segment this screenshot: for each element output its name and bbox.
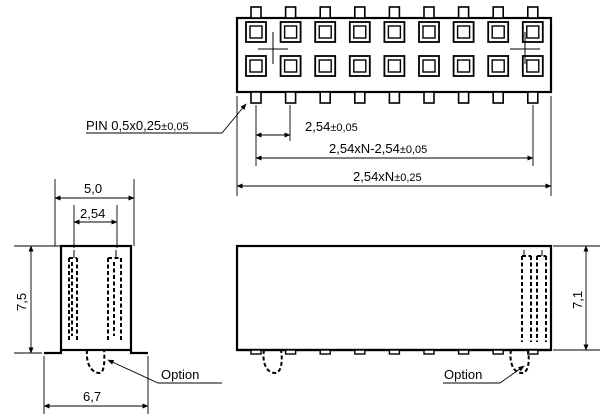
width-label: 5,0 [84,181,102,196]
top-pin [388,6,401,19]
option-left-callout: Option [107,359,222,384]
top-pin [353,6,366,19]
pitch-label-tol: ±0,05 [330,122,357,134]
front-pin [354,349,366,355]
contact-inner [491,59,505,73]
contact-inner [283,25,298,39]
center-mark-right [510,32,540,64]
top-pin [250,6,262,19]
span-dimension: 2,54xN-2,54±0,05 [255,141,534,161]
front-pin [388,349,401,355]
bottom-pin [423,91,435,104]
front-pin [319,349,331,355]
front-pin [457,349,470,355]
top-pin [319,6,332,19]
height-front-dimension: 7,1 [570,245,589,351]
top-view-contacts [245,21,544,77]
span-label-main: 2,54xN-2,54 [329,141,400,156]
footprint-label: 6,7 [83,389,101,404]
top-view [235,6,553,104]
front-pin [492,349,504,355]
contact-inner [387,25,402,39]
footprint-dimension: 6,7 [43,389,149,409]
contact-inner [283,59,298,73]
front-pin [284,349,297,355]
pin-callout: PIN 0,5x0,25±0,05 [86,103,247,134]
bottom-pin [388,91,401,104]
front-view [235,244,553,375]
top-pin [284,6,297,19]
front-pin [423,349,435,355]
height-side-label: 7,5 [14,293,29,311]
height-front-label: 7,1 [570,291,585,309]
pin-label-tol: ±0,05 [161,121,188,133]
contact-inner [249,25,263,39]
bottom-pin [284,91,297,104]
pitch-label-main: 2,54 [305,119,330,134]
contact-inner [387,59,402,73]
bottom-pin [319,91,332,104]
contact-inner [422,25,436,39]
option-left-label: Option [161,367,199,382]
top-pin [457,6,470,19]
height-side-dimension: 7,5 [14,245,34,354]
top-pin [492,6,505,19]
top-pin [526,6,539,19]
bottom-pin [457,91,470,104]
row-pitch-dimension: 2,54 [73,206,118,225]
center-mark-left [258,32,288,64]
front-view-pins [250,349,539,355]
option-right-label: Option [444,367,482,382]
width-dimension: 5,0 [54,181,135,201]
total-label: 2,54xN±0,25 [353,169,422,184]
bottom-pin [353,91,366,104]
option-right-callout: Option [443,365,525,384]
bottom-pin [492,91,505,104]
side-view [44,244,148,374]
span-label: 2,54xN-2,54±0,05 [329,141,427,156]
contact-inner [422,59,436,73]
contact-inner [318,59,332,73]
contact-inner [456,25,471,39]
bottom-pin [250,91,262,104]
contact-inner [526,25,540,39]
contact-inner [353,25,367,39]
total-dimension: 2,54xN±0,25 [236,169,552,189]
contact-inner [249,59,263,73]
pin-label: PIN 0,5x0,25±0,05 [86,118,189,133]
contact-inner [526,59,540,73]
top-view-pins [250,6,539,104]
total-label-tol: ±0,25 [394,172,421,184]
contact-inner [318,25,332,39]
pitch-dimension: 2,54±0,05 [255,119,358,138]
total-label-main: 2,54xN [353,169,394,184]
contact-inner [353,59,367,73]
row-pitch-label: 2,54 [80,206,105,221]
contact-inner [491,25,505,39]
front-pin [250,349,262,355]
pin-label-main: PIN 0,5x0,25 [86,118,161,133]
contact-inner [456,59,471,73]
pitch-label: 2,54±0,05 [305,119,358,134]
top-pin [423,6,435,19]
span-label-tol: ±0,05 [400,144,427,156]
bottom-pin [526,91,539,104]
